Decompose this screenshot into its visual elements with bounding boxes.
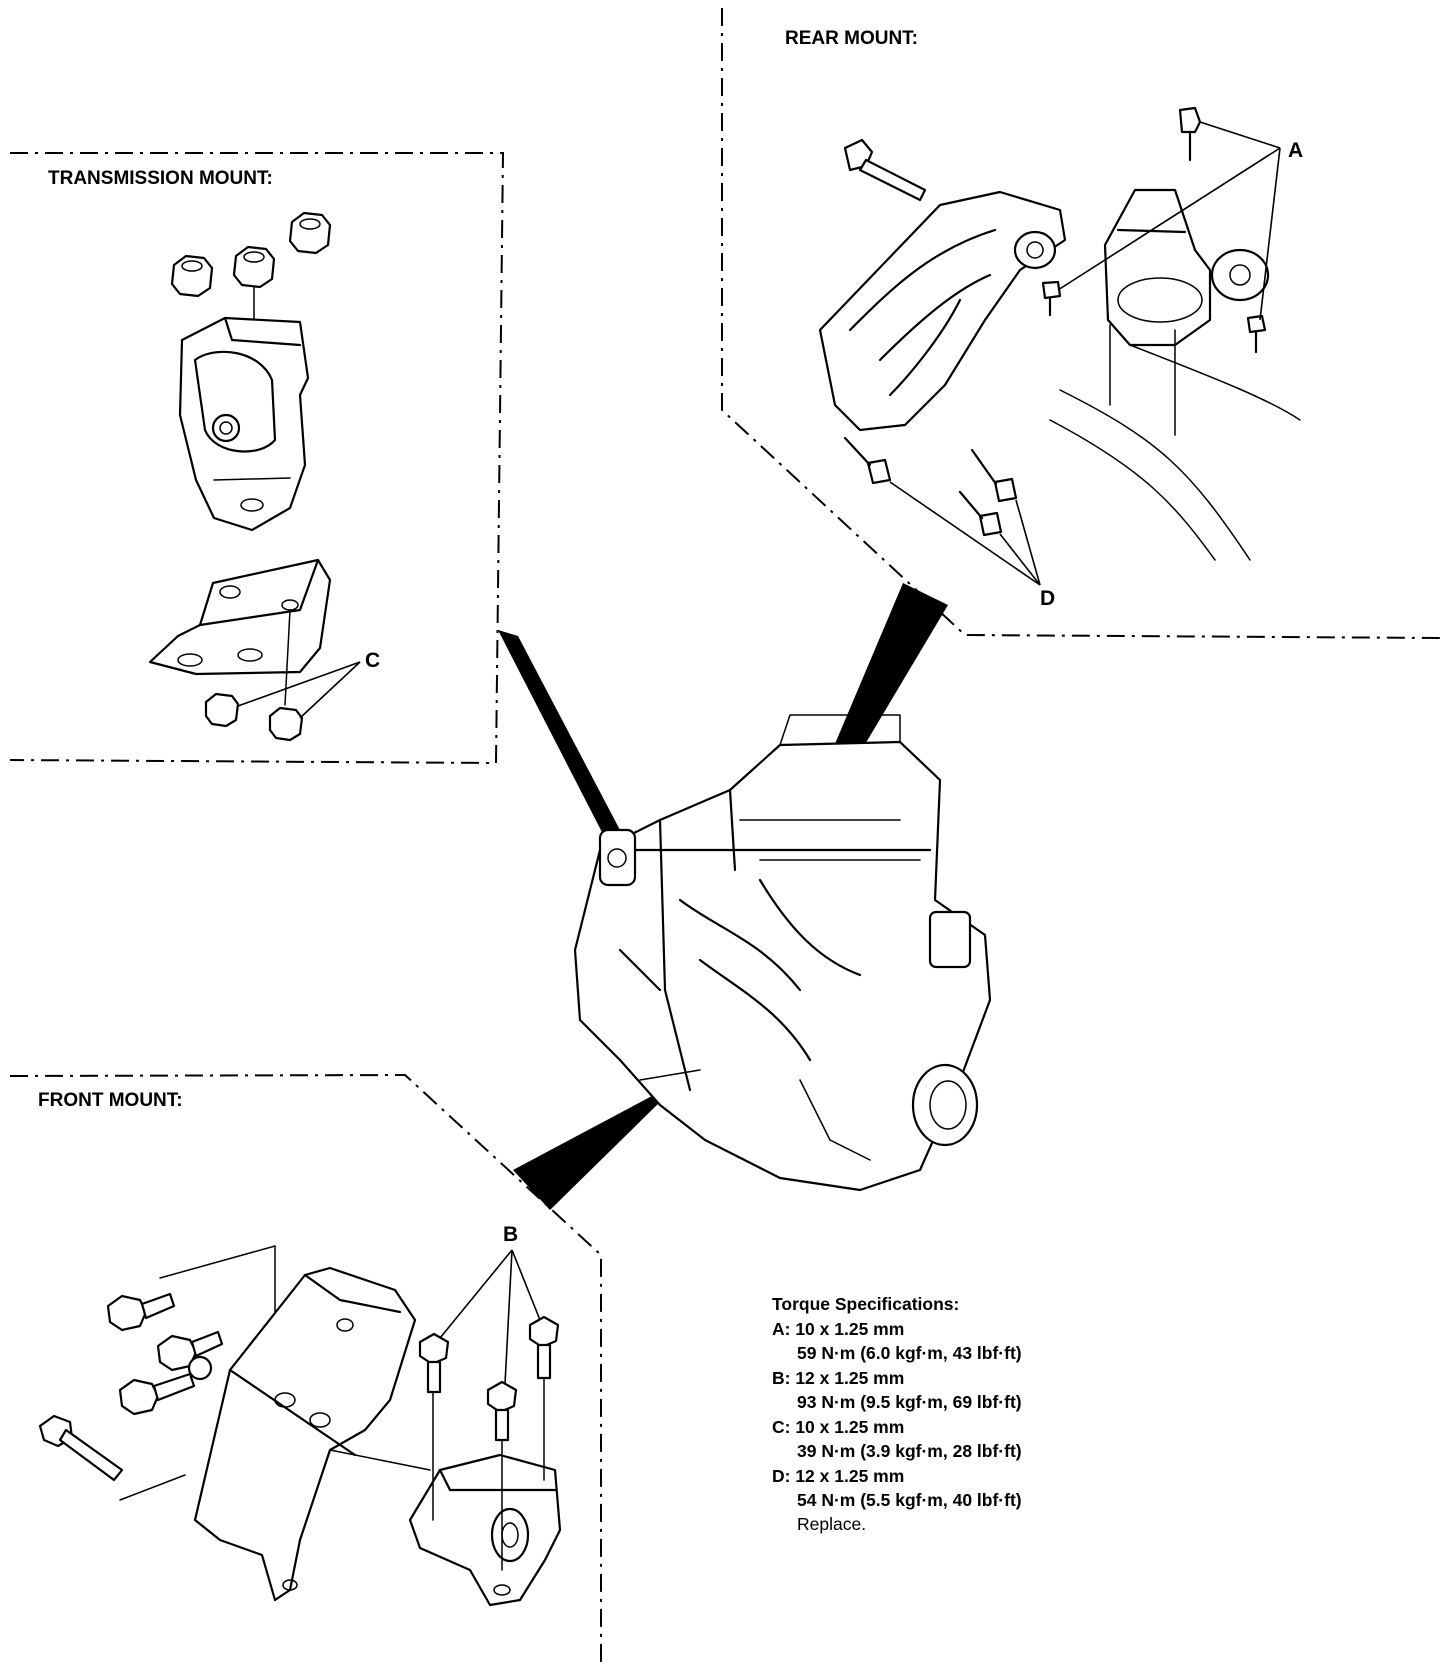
- callout-b: B: [503, 1223, 518, 1246]
- torque-spec-b-value: 93 N·m (9.5 kgf·m, 69 lbf·ft): [797, 1392, 1022, 1412]
- bolt-icon: [1178, 106, 1202, 162]
- wedge-front: [513, 1096, 660, 1210]
- bolt-icon: [1041, 280, 1062, 317]
- torque-spec-a-value: 59 N·m (6.0 kgf·m, 43 lbf·ft): [797, 1343, 1022, 1363]
- nut-icon: [268, 706, 304, 742]
- bolt-icon: [486, 1380, 518, 1442]
- nut-icon: [170, 254, 214, 298]
- torque-spec-b-size: B: 12 x 1.25 mm: [772, 1368, 904, 1388]
- torque-spec-heading: Torque Specifications:: [772, 1294, 959, 1314]
- front-mount-title: FRONT MOUNT:: [38, 1090, 183, 1111]
- rear-mount-title: REAR MOUNT:: [785, 28, 918, 49]
- bolt-icon: [106, 1292, 176, 1332]
- bolt-icon: [38, 1414, 124, 1482]
- torque-spec-a-size: A: 10 x 1.25 mm: [772, 1319, 904, 1339]
- transmission-mount-drawing: [148, 211, 361, 742]
- torque-spec-c-size: C: 10 x 1.25 mm: [772, 1417, 904, 1437]
- bolt-icon: [843, 138, 927, 202]
- wedge-transmission: [498, 630, 620, 838]
- bolt-icon: [843, 436, 892, 485]
- transmission-mount-title: TRANSMISSION MOUNT:: [48, 168, 273, 189]
- bolt-icon: [418, 1332, 450, 1394]
- bolt-icon: [958, 490, 1003, 537]
- nut-icon: [288, 211, 332, 255]
- callout-a: A: [1288, 139, 1303, 162]
- bolt-icon: [118, 1372, 196, 1416]
- nut-icon: [232, 245, 276, 289]
- rear-mount-drawing: [818, 106, 1301, 586]
- engine-assembly-drawing: [573, 714, 992, 1192]
- torque-spec-c-value: 39 N·m (3.9 kgf·m, 28 lbf·ft): [797, 1441, 1022, 1461]
- callout-c: C: [365, 649, 380, 672]
- bolt-icon: [970, 448, 1018, 503]
- torque-spec-d-value: 54 N·m (5.5 kgf·m, 40 lbf·ft): [797, 1490, 1022, 1510]
- torque-spec-d-note: Replace.: [797, 1514, 866, 1534]
- front-mount-drawing: [38, 1245, 562, 1607]
- torque-spec-d-size: D: 12 x 1.25 mm: [772, 1466, 904, 1486]
- panel-borders: [9, 8, 1440, 1665]
- nut-icon: [204, 692, 240, 728]
- bolt-icon: [528, 1315, 560, 1380]
- callout-d: D: [1040, 587, 1055, 610]
- bolt-icon: [1246, 314, 1267, 354]
- torque-specifications: Torque Specifications: A: 10 x 1.25 mm 5…: [772, 1294, 1022, 1534]
